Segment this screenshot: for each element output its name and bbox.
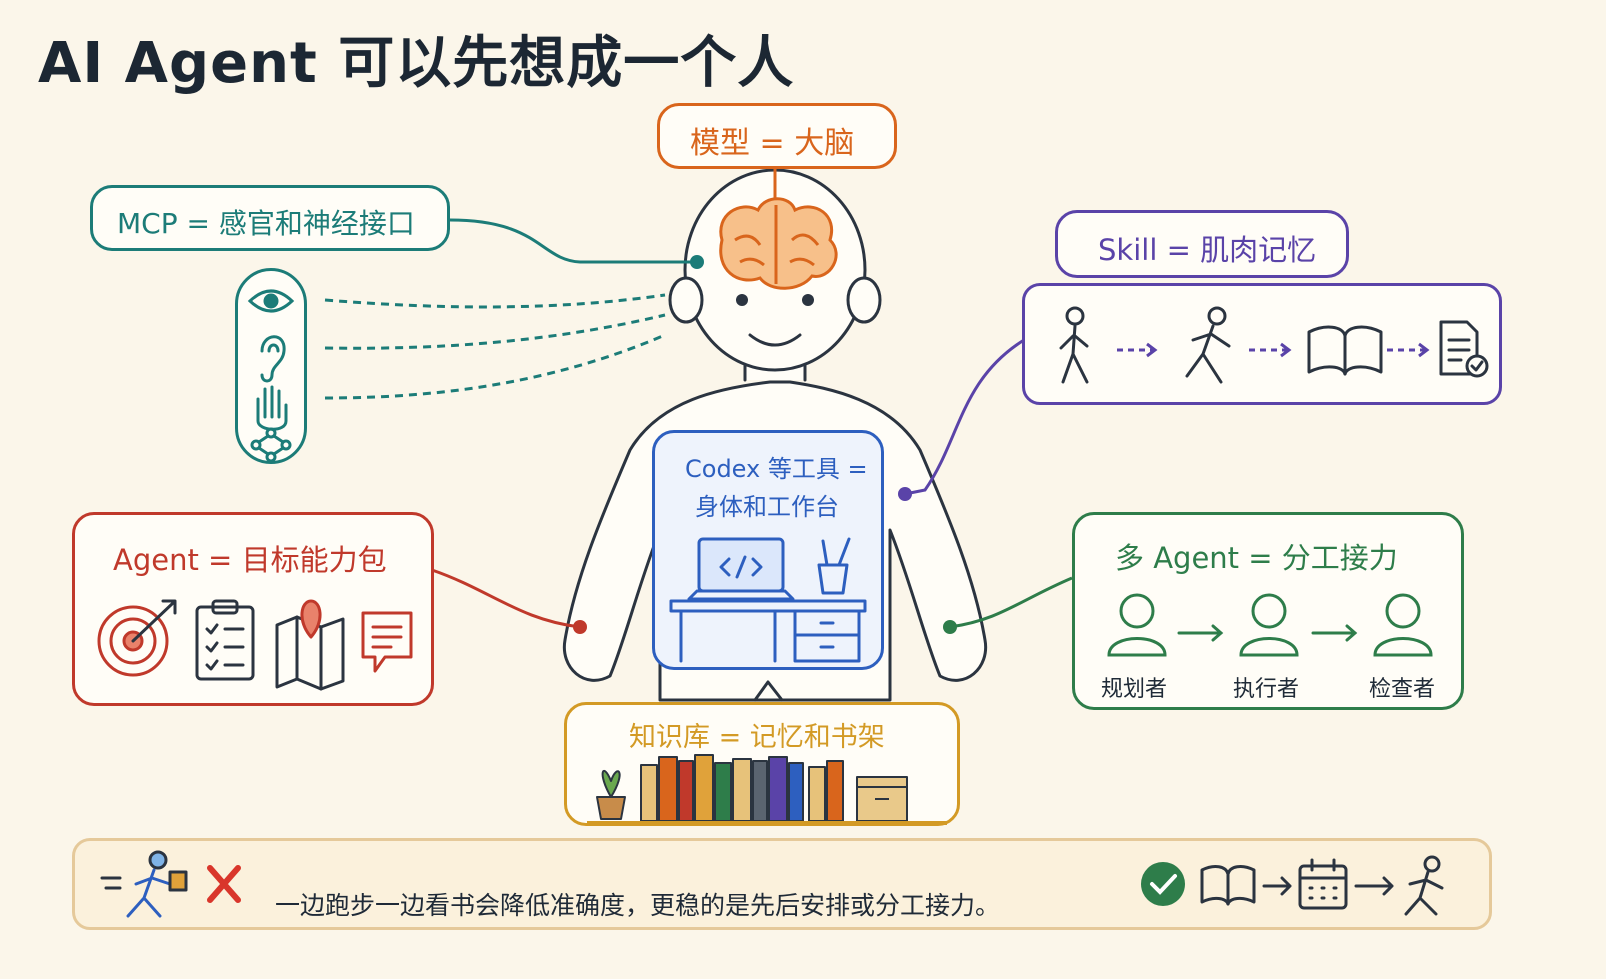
running-reading-person-icon [100, 850, 188, 918]
laptop-icon [687, 537, 795, 601]
agent-label: Agent = 目标能力包 [113, 543, 387, 577]
calendar-icon [1298, 858, 1348, 910]
role-executor: 执行者 [1233, 677, 1300, 702]
desk-icon [669, 599, 867, 663]
arrow-icon [1177, 624, 1224, 642]
knowledge-box: 知识库 = 记忆和书架 [564, 702, 960, 826]
model-label: 模型 = 大脑 [690, 126, 855, 161]
mcp-box: MCP = 感官和神经接口 [90, 185, 450, 251]
arrow-icon [1262, 876, 1292, 896]
arrow-icon [1311, 624, 1358, 642]
walking-person-icon [1059, 306, 1089, 384]
mcp-dashed-lines [324, 293, 666, 400]
ear-icon [260, 335, 286, 383]
mcp-connector [449, 218, 697, 264]
role-checker: 检查者 [1369, 677, 1436, 702]
chat-bubble-icon [361, 611, 413, 673]
role-planner: 规划者 [1101, 677, 1168, 702]
arrow-icon [1354, 876, 1394, 896]
checklist-document-icon [1439, 320, 1489, 378]
eye-icon [247, 289, 295, 313]
map-pin-icon [275, 599, 345, 691]
executor-person-icon [1239, 593, 1299, 657]
clipboard-checklist-icon [195, 599, 255, 681]
codex-line1: Codex 等工具 = [685, 455, 868, 483]
mcp-senses-pill [235, 268, 307, 464]
footer-text: 一边跑步一边看书会降低准确度，更稳的是先后安排或分工接力。 [275, 891, 1001, 920]
checker-person-icon [1373, 593, 1433, 657]
skill-sequence-box [1022, 283, 1502, 405]
skill-box: Skill = 肌肉记忆 [1055, 210, 1349, 278]
codex-line2: 身体和工作台 [695, 493, 839, 521]
running-person-icon [1404, 855, 1444, 916]
multi-agent-box: 多 Agent = 分工接力 规划者 执行者 检查者 [1072, 512, 1464, 710]
target-icon [97, 599, 177, 677]
right-eye-icon [802, 294, 814, 306]
green-check-icon [1141, 862, 1185, 906]
model-box: 模型 = 大脑 [657, 103, 897, 169]
network-icon [250, 427, 292, 461]
multi-agent-connector [949, 576, 1073, 629]
running-person-icon [1185, 306, 1231, 384]
smile-icon [748, 333, 802, 347]
tools-cup-icon [817, 537, 851, 595]
skill-connector [904, 338, 1025, 496]
agent-box: Agent = 目标能力包 [72, 512, 434, 706]
red-x-icon [207, 865, 241, 903]
open-book-icon [1307, 325, 1383, 376]
hand-icon [256, 385, 288, 431]
mcp-label: MCP = 感官和神经接口 [117, 207, 415, 240]
page-title: AI Agent 可以先想成一个人 [38, 31, 795, 96]
agent-connector [431, 568, 581, 629]
multi-agent-label: 多 Agent = 分工接力 [1115, 541, 1398, 575]
skill-label: Skill = 肌肉记忆 [1098, 233, 1317, 267]
brain-icon [719, 197, 838, 290]
left-eye-icon [736, 294, 748, 306]
codex-box: Codex 等工具 = 身体和工作台 [652, 430, 884, 670]
knowledge-label: 知识库 = 记忆和书架 [629, 722, 885, 753]
open-book-icon [1200, 865, 1256, 906]
planner-person-icon [1107, 593, 1167, 657]
